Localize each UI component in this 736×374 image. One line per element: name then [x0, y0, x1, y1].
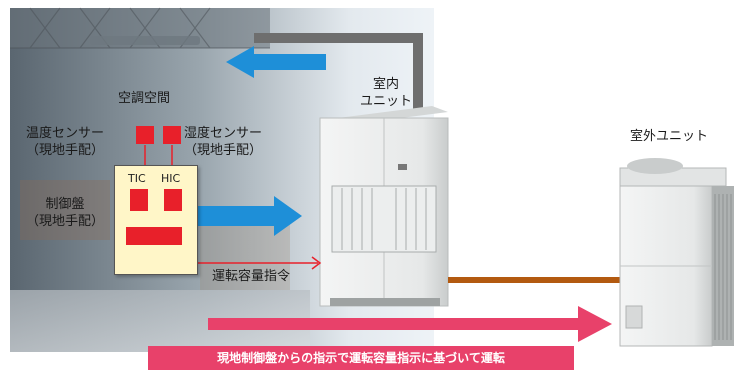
operation-banner: 現地制御盤からの指示で運転容量指示に基づいて運転: [148, 346, 574, 370]
humidity-sensor-label-line1: 湿度センサー: [184, 126, 263, 141]
tic-label: TIC: [128, 172, 146, 185]
outdoor-unit: [619, 158, 734, 347]
sensor-wiring: [144, 145, 173, 165]
capacity-command-label: 運転容量指令: [212, 269, 291, 284]
capacity-controller: [126, 227, 182, 245]
airflow-arrow-middle: [196, 196, 302, 236]
humidity-sensor-label-line2: （現地手配）: [184, 143, 263, 158]
temperature-sensor-label-line1: 温度センサー: [26, 126, 105, 141]
temperature-sensor-label-line2: （現地手配）: [26, 143, 105, 158]
temperature-sensor-label: 温度センサー （現地手配）: [26, 125, 104, 159]
indoor-unit: [319, 106, 449, 307]
control-panel-label-line2: （現地手配）: [26, 214, 105, 229]
airflow-arrow-top: [226, 46, 326, 78]
hic-label: HIC: [161, 172, 181, 185]
indoor-unit-label: 室内 ユニット: [360, 76, 412, 110]
indoor-unit-label-line1: 室内: [373, 77, 400, 92]
humidity-sensor-label: 湿度センサー （現地手配）: [184, 125, 262, 159]
control-panel: [114, 165, 198, 275]
control-panel-label-line1: 制御盤: [45, 197, 85, 212]
temperature-sensor: [136, 126, 154, 144]
tic-controller: [130, 189, 148, 211]
hic-controller: [164, 189, 182, 211]
humidity-sensor: [163, 126, 181, 144]
air-space-label: 空調空間: [118, 91, 171, 106]
operation-arrow: [208, 306, 612, 342]
indoor-unit-label-line2: ユニット: [360, 94, 413, 109]
return-duct: [254, 33, 423, 112]
outdoor-unit-label: 室外ユニット: [630, 129, 709, 144]
control-panel-label: 制御盤 （現地手配）: [26, 196, 104, 230]
